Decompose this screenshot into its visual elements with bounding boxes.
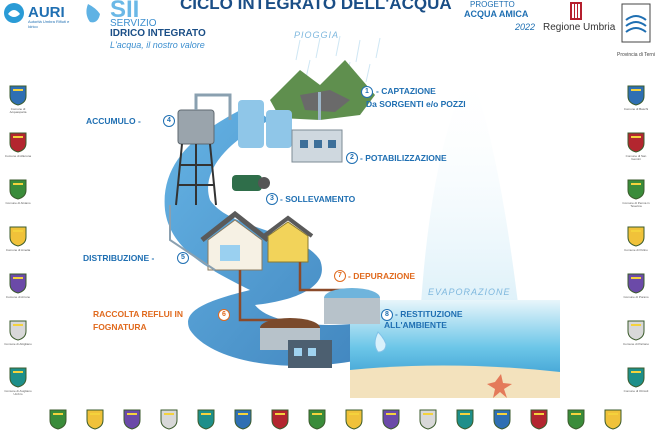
comune-crest-icon xyxy=(455,408,475,430)
step-number: 1 xyxy=(361,86,373,98)
comune-name: Comune di Amelia xyxy=(5,248,31,252)
comune-crest-icon xyxy=(8,319,28,341)
house xyxy=(267,221,309,263)
project-name: ACQUA AMICA xyxy=(464,9,529,19)
water-tower-legs xyxy=(175,143,217,206)
comune-crest-icon xyxy=(626,225,646,247)
comune-crest-icon xyxy=(8,131,28,153)
step-sublabel: FOGNATURA xyxy=(93,322,147,332)
comune-crest-icon xyxy=(307,408,327,430)
comune-crest-icon xyxy=(8,272,28,294)
comune-crest-icon xyxy=(85,408,105,430)
treatment-tank xyxy=(266,110,292,148)
comune-crest-icon xyxy=(626,178,646,200)
step-number: 5 xyxy=(177,252,189,264)
comune-crest-icon xyxy=(626,272,646,294)
regione-label: Regione Umbria xyxy=(543,22,616,33)
provincia-name: Provincia di Terni xyxy=(617,52,655,58)
pipe xyxy=(169,205,216,271)
comune-name: Comune di Penna in Teverina xyxy=(622,201,650,208)
comune-name: Comune di Parrano xyxy=(622,342,649,346)
project-label: PROGETTO xyxy=(470,0,515,9)
comune-crest-icon xyxy=(529,408,549,430)
step-sublabel: Da SORGENTI e/o POZZI xyxy=(366,99,466,109)
comune-crest-icon xyxy=(8,225,28,247)
comune-name: Comune di Attigliano xyxy=(4,342,32,346)
step-number: 4 xyxy=(163,115,175,127)
comune-crest-icon xyxy=(418,408,438,430)
step-number: 3 xyxy=(266,193,278,205)
comune-name: Comune di Alviano xyxy=(5,201,31,205)
sii-idrico: IDRICO INTEGRATO xyxy=(110,28,206,39)
comune-crest-icon xyxy=(603,408,623,430)
comune-crest-icon xyxy=(122,408,142,430)
provincia-terni-crest-icon xyxy=(621,3,651,43)
step-label: - DEPURAZIONE xyxy=(348,271,416,281)
step-label: ACCUMULO - xyxy=(86,116,141,126)
auri-subtitle: Autorità Umbra Rifiuti e Idrico xyxy=(28,19,70,29)
starfish-icon xyxy=(487,374,512,398)
comune-crest-icon xyxy=(196,408,216,430)
water-tower-tank xyxy=(177,109,215,145)
comune-crest-icon xyxy=(626,366,646,388)
step-label: - POTABILIZZAZIONE xyxy=(360,153,447,163)
evaporazione-label: EVAPORAZIONE xyxy=(428,287,511,297)
comune-crest-icon xyxy=(626,131,646,153)
comune-name: Comune di Avigliano Umbro xyxy=(4,389,32,396)
sii-logo-icon xyxy=(86,4,100,23)
pipe xyxy=(194,93,232,120)
well-pipe xyxy=(318,92,321,120)
step-number: 6 xyxy=(218,309,230,321)
comune-name: Comune di Polino xyxy=(624,248,648,252)
comune-name: Comune di Porano xyxy=(623,295,649,299)
step-label: DISTRIBUZIONE - xyxy=(83,253,155,263)
comune-crest-icon xyxy=(48,408,68,430)
comune-crest-icon xyxy=(626,319,646,341)
comune-crest-icon xyxy=(566,408,586,430)
mountain xyxy=(270,60,375,120)
comune-name: Comune di Baschi xyxy=(623,107,649,111)
water-drop-icon xyxy=(374,331,387,353)
step-label: - RESTITUZIONE xyxy=(395,309,463,319)
steam-plume xyxy=(420,70,520,320)
comune-crest-icon xyxy=(8,366,28,388)
comune-crest-icon xyxy=(626,84,646,106)
comune-crest-icon xyxy=(492,408,512,430)
rain-streaks xyxy=(295,35,381,83)
pioggia-label: PIOGGIA xyxy=(294,30,340,40)
step-sublabel: ALL'AMBIENTE xyxy=(384,320,447,330)
comune-crest-icon xyxy=(381,408,401,430)
step-label: RACCOLTA REFLUI IN xyxy=(93,309,184,319)
step-label: - CAPTAZIONE xyxy=(376,86,436,96)
comune-crest-icon xyxy=(8,84,28,106)
comune-crest-icon xyxy=(8,178,28,200)
sii-servizio: SERVIZIO xyxy=(110,18,157,29)
sii-tagline: L'acqua, il nostro valore xyxy=(110,40,205,50)
project-year: 2022 xyxy=(515,22,536,32)
pump xyxy=(232,175,262,191)
comune-name: Comune di Acquasparta xyxy=(9,107,27,114)
comune-name: Comune di Arrone xyxy=(5,295,31,299)
sii-logo-text: SII xyxy=(110,0,140,23)
rocks xyxy=(300,90,350,112)
umbria-flag-icon xyxy=(570,2,582,20)
comune-crest-icon xyxy=(270,408,290,430)
comune-crest-icon xyxy=(233,408,253,430)
comune-name: Comune di Allerona xyxy=(4,154,32,158)
auri-logo-text: AURI xyxy=(28,4,65,21)
comune-crest-icon xyxy=(159,408,179,430)
step-number: 7 xyxy=(334,270,346,282)
step-label: - SOLLEVAMENTO xyxy=(280,194,356,204)
treatment-tank xyxy=(238,100,264,148)
auri-logo-icon xyxy=(4,3,24,23)
comune-crest-icon xyxy=(344,408,364,430)
step-number: 2 xyxy=(346,152,358,164)
comune-name: Comune di Otricoli xyxy=(623,389,649,393)
step-number: 8 xyxy=(381,309,393,321)
beach xyxy=(350,365,560,398)
comune-name: Comune di San Gemini xyxy=(625,154,647,161)
page-title: CICLO INTEGRATO DELL'ACQUA xyxy=(180,0,452,13)
